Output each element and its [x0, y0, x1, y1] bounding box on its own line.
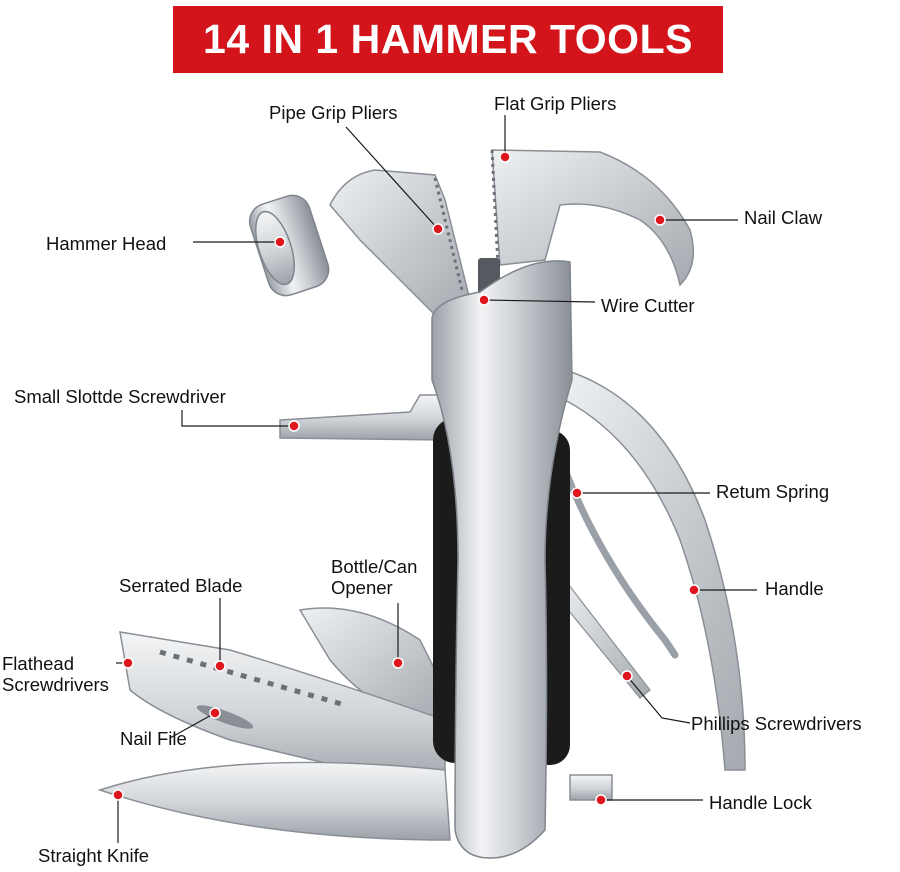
pipe-grip-teeth	[433, 177, 464, 291]
label-flat-grip-pliers: Flat Grip Pliers	[494, 93, 617, 114]
marker-flat-grip	[499, 151, 511, 163]
title-text: 14 IN 1 HAMMER TOOLS	[203, 16, 693, 62]
marker-handle-lock	[595, 794, 607, 806]
marker-pipe-grip	[432, 223, 444, 235]
label-small-slotted-screwdriver: Small Slottde Screwdriver	[14, 386, 226, 407]
label-flathead-line2: Screwdrivers	[2, 674, 109, 695]
hammer-arm-shape	[329, 169, 471, 321]
marker-bottle-opener	[392, 657, 404, 669]
label-serrated-blade: Serrated Blade	[119, 575, 243, 596]
label-nail-claw: Nail Claw	[744, 207, 823, 228]
label-bottle-can-opener-line1: Bottle/Can	[331, 556, 418, 577]
marker-nail-claw	[654, 214, 666, 226]
label-phillips-screwdrivers: Phillips Screwdrivers	[691, 713, 862, 734]
label-flathead-line1: Flathead	[2, 653, 74, 674]
label-return-spring: Retum Spring	[716, 481, 830, 502]
main-handle-body	[431, 260, 573, 859]
marker-phillips	[621, 670, 633, 682]
small-slotted-screwdriver-shape	[279, 394, 446, 441]
marker-wire-cutter	[478, 294, 490, 306]
marker-return-spring	[571, 487, 583, 499]
label-flathead-screwdrivers: Flathead Screwdrivers	[2, 653, 109, 695]
title-banner: 14 IN 1 HAMMER TOOLS	[173, 6, 723, 73]
label-hammer-head: Hammer Head	[46, 233, 167, 254]
marker-hammer-head	[274, 236, 286, 248]
marker-nail-file	[209, 707, 221, 719]
label-pipe-grip-pliers: Pipe Grip Pliers	[269, 102, 398, 123]
label-wire-cutter: Wire Cutter	[601, 295, 695, 316]
label-handle: Handle	[765, 578, 824, 599]
hammer-face	[255, 210, 295, 286]
label-bottle-can-opener-line2: Opener	[331, 577, 393, 598]
marker-dots	[112, 151, 700, 806]
flat-grip-teeth	[490, 149, 500, 266]
label-handle-lock: Handle Lock	[709, 792, 812, 813]
label-nail-file: Nail File	[120, 728, 187, 749]
serrated-teeth	[159, 649, 346, 708]
nail-claw-shape	[491, 149, 695, 287]
label-straight-knife: Straight Knife	[38, 845, 150, 866]
marker-straight-knife	[112, 789, 124, 801]
label-bottle-can-opener: Bottle/Can Opener	[331, 556, 417, 598]
marker-serrated-blade	[214, 660, 226, 672]
handle-shape	[564, 368, 746, 771]
handle-lock-shape	[569, 774, 613, 801]
straight-knife-shape	[97, 761, 451, 841]
marker-small-screwdriver	[288, 420, 300, 432]
marker-handle	[688, 584, 700, 596]
leader-lines	[116, 115, 757, 843]
marker-flathead	[122, 657, 134, 669]
